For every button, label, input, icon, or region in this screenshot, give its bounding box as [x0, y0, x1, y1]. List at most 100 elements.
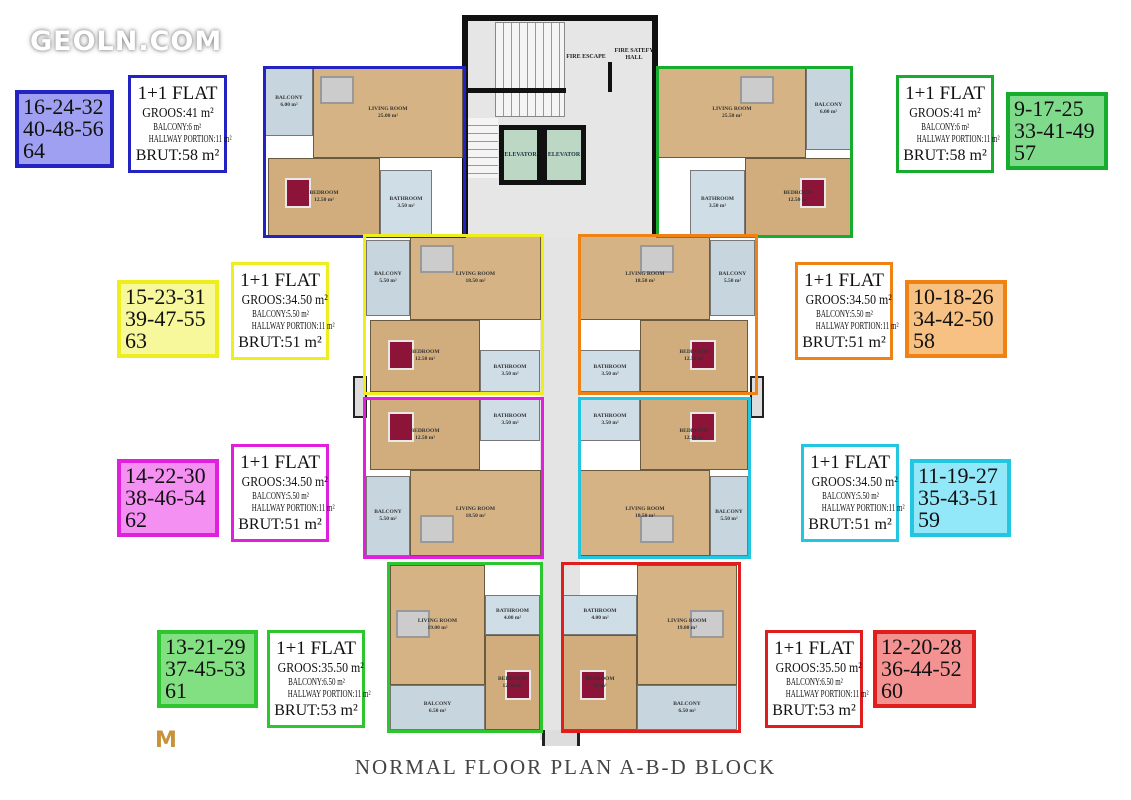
room-area: 3.50 m² — [708, 203, 727, 209]
brut-area: BRUT:53 m² — [274, 702, 358, 719]
flat-number-line: 34-42-50 — [913, 306, 994, 331]
bed-furniture — [388, 412, 414, 442]
room-area: 12.50 m² — [415, 356, 435, 362]
room-floor — [658, 68, 806, 158]
flat-number-line: 61 — [165, 678, 187, 703]
brut-area: BRUT:58 m² — [135, 147, 220, 164]
groos-area: GROOS:34.50 m² — [805, 293, 892, 308]
room-name: BATHROOM — [593, 364, 627, 370]
brut-area-line: BRUT:51 m² — [234, 515, 326, 535]
brut-area: BRUT:51 m² — [238, 334, 322, 351]
brut-area: BRUT:58 m² — [903, 147, 987, 164]
room-name: BATHROOM — [701, 196, 734, 202]
hallway-portion: HALLWAY PORTION:11 m² — [785, 689, 869, 700]
room-area: 4.00 m² — [503, 615, 522, 621]
room-name: BALCONY — [374, 271, 402, 277]
room-area: 5.50 m² — [379, 278, 397, 284]
hallway-portion-line: HALLWAY PORTION:11 m² — [804, 503, 905, 515]
brut-area-line: BRUT:58 m² — [131, 146, 224, 166]
room-name: BALCONY — [374, 509, 402, 515]
hallway-portion-line: HALLWAY PORTION:11 m² — [798, 321, 899, 333]
flat-outline-orange — [578, 234, 758, 395]
flat-number-line: 59 — [918, 507, 940, 532]
room-name: BATHROOM — [493, 364, 527, 370]
room-area: 18.50 m² — [635, 513, 655, 519]
room-name: BATHROOM — [389, 196, 423, 202]
flat-number-line: 57 — [1014, 140, 1036, 165]
elevator-2: ELEVATOR — [542, 125, 586, 185]
room-area: 6.50 m² — [428, 707, 447, 714]
flat-number-line: 35-43-51 — [918, 485, 999, 510]
hallway-portion-line: HALLWAY PORTION:11 m² — [234, 321, 335, 333]
flat-type-line: 1+1 FLAT — [899, 83, 991, 105]
hallway-portion: HALLWAY PORTION:11 m² — [916, 134, 1000, 145]
room-floor — [563, 595, 637, 635]
room-floor — [710, 240, 755, 316]
sofa-furniture — [320, 76, 354, 104]
flat-type: 1+1 FLAT — [774, 638, 854, 659]
flat-number-line: 9-17-25 — [1014, 96, 1084, 121]
room-area: 12.50 m² — [684, 356, 704, 362]
room-area: 19.00 m² — [677, 625, 697, 631]
brut-area-line: BRUT:53 m² — [768, 701, 860, 721]
balcony-area-line: BALCONY:6.50 m² — [768, 677, 860, 689]
room-area: 6.50 m² — [678, 707, 696, 714]
room-area: 3.50 m² — [397, 203, 415, 209]
room-floor — [637, 685, 737, 730]
room-area: 12 m² — [593, 682, 607, 689]
balcony-area: BALCONY:5.50 m² — [251, 309, 309, 320]
room-name: BEDROOM — [783, 190, 813, 196]
hallway-portion-line: HALLWAY PORTION:11 m² — [131, 134, 232, 146]
flat-type: 1+1 FLAT — [240, 270, 320, 291]
hallway-portion: HALLWAY PORTION:11 m² — [287, 689, 371, 700]
flat-outline-magenta — [363, 397, 544, 559]
flat-number-line: 63 — [125, 328, 147, 353]
flat-type-line: 1+1 FLAT — [234, 452, 326, 474]
room-name: BALCONY — [715, 509, 743, 515]
hallway-portion-line: HALLWAY PORTION:11 m² — [270, 689, 371, 701]
flat-type: 1+1 FLAT — [137, 83, 218, 104]
room-area: 5.50 m² — [720, 516, 738, 522]
room-floor — [745, 158, 851, 236]
flat-number-line: 60 — [881, 678, 903, 703]
hallway-portion: HALLWAY PORTION:11 m² — [148, 134, 232, 145]
room-floor — [265, 68, 313, 136]
groos-area: GROOS:41 m² — [909, 106, 981, 121]
groos-area-line: GROOS:34.50 m² — [234, 292, 328, 309]
room-name: BATHROOM — [493, 413, 527, 419]
bed-furniture — [388, 340, 414, 370]
room-name: BATHROOM — [593, 413, 627, 419]
groos-area: GROOS:35.50 m² — [277, 661, 364, 676]
groos-area-line: GROOS:34.50 m² — [234, 474, 328, 491]
room-name: BEDROOM — [497, 675, 528, 682]
flat-number-line: 11-19-27 — [918, 463, 998, 488]
flat-number-line: 15-23-31 — [125, 284, 206, 309]
sofa-furniture — [396, 610, 430, 638]
brut-area: BRUT:51 m² — [802, 334, 886, 351]
room-area: 19.00 m² — [427, 625, 448, 631]
logo: M — [155, 728, 177, 753]
flat-number-line: 38-46-54 — [125, 485, 206, 510]
bed-furniture — [580, 670, 606, 700]
room-name: BEDROOM — [309, 190, 339, 196]
room-name: LIVING ROOM — [625, 271, 665, 277]
hallway-portion-line: HALLWAY PORTION:11 m² — [899, 134, 1000, 146]
